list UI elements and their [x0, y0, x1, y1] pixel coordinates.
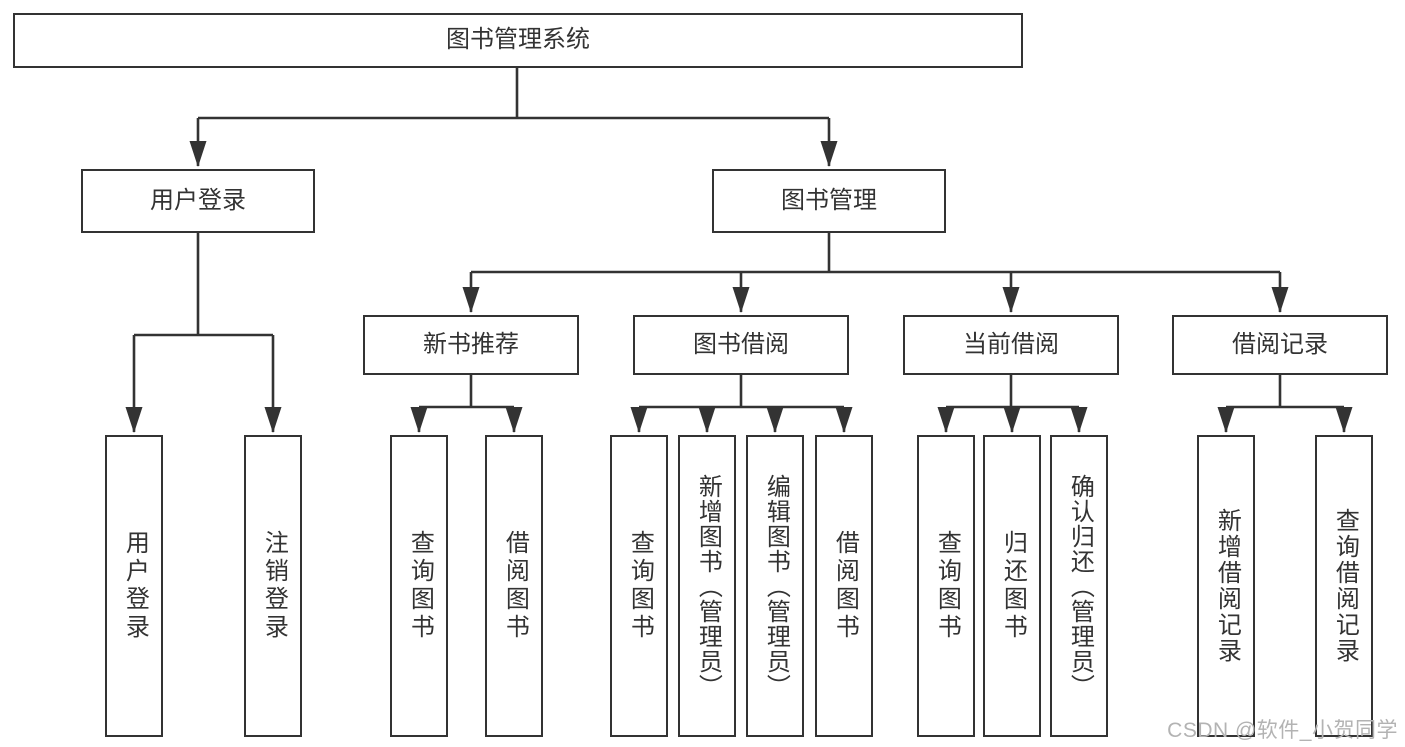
- node-new-book-recommend: 新书推荐: [363, 315, 579, 375]
- node-query-borrow-record: 查询借阅记录: [1315, 435, 1373, 737]
- node-query-books-borrow: 查询图书: [610, 435, 668, 737]
- node-return-books: 归还图书: [983, 435, 1041, 737]
- node-current-borrow: 当前借阅: [903, 315, 1119, 375]
- node-borrow-books-recommend: 借阅图书: [485, 435, 543, 737]
- node-query-books-recommend: 查询图书: [390, 435, 448, 737]
- connector-current-borrow-to-leaves: [937, 375, 1088, 433]
- connector-book-management-to-level3: [462, 233, 1289, 313]
- csdn-watermark: CSDN @软件_小贺同学: [1167, 719, 1398, 742]
- node-user-login: 用户登录: [105, 435, 163, 737]
- node-book-borrow: 图书借阅: [633, 315, 849, 375]
- node-borrow-books-borrow: 借阅图书: [815, 435, 873, 737]
- node-user-login-group: 用户登录: [81, 169, 315, 233]
- node-add-borrow-record: 新增借阅记录: [1197, 435, 1255, 737]
- connector-user-login-to-leaves: [125, 233, 282, 433]
- connector-borrow-records-to-leaves: [1217, 375, 1353, 433]
- node-edit-books-admin: 编辑图书（管理员）: [746, 435, 804, 737]
- connector-new-book-recommend-to-leaves: [410, 375, 523, 433]
- node-borrow-records: 借阅记录: [1172, 315, 1388, 375]
- connector-book-borrow-to-leaves: [630, 375, 853, 433]
- node-query-books-current: 查询图书: [917, 435, 975, 737]
- node-logout: 注销登录: [244, 435, 302, 737]
- node-root: 图书管理系统: [13, 13, 1023, 68]
- connector-root-to-level2: [189, 68, 838, 167]
- node-book-management: 图书管理: [712, 169, 946, 233]
- node-add-books-admin: 新增图书（管理员）: [678, 435, 736, 737]
- node-confirm-return-admin: 确认归还（管理员）: [1050, 435, 1108, 737]
